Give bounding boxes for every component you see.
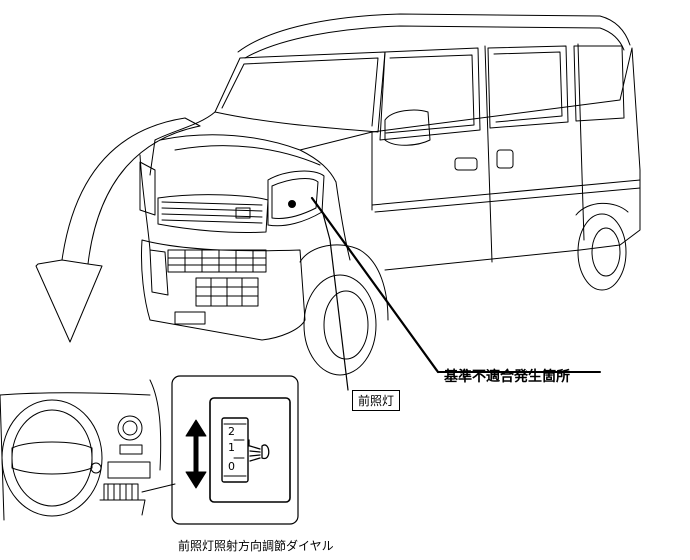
lower-grille (167, 249, 267, 325)
van-body (139, 13, 641, 376)
dial-mark-0: 0 (228, 460, 235, 473)
curved-arrow (35, 117, 201, 343)
leveling-dial-label: 前照灯照射方向調節ダイヤル (178, 539, 334, 553)
headlamp-label: 前照灯 (352, 390, 401, 411)
defect-location-label: 基準不適合発生箇所 (444, 369, 570, 385)
dial-callout (171, 375, 299, 525)
dial-mark-2: 2 (228, 425, 235, 438)
headlamp-marker (288, 200, 296, 208)
dashboard-inset (0, 379, 176, 521)
dial-mark-1: 1 (228, 441, 235, 454)
headlamp-leveling-icon (248, 439, 270, 462)
leader-lines (310, 196, 601, 391)
